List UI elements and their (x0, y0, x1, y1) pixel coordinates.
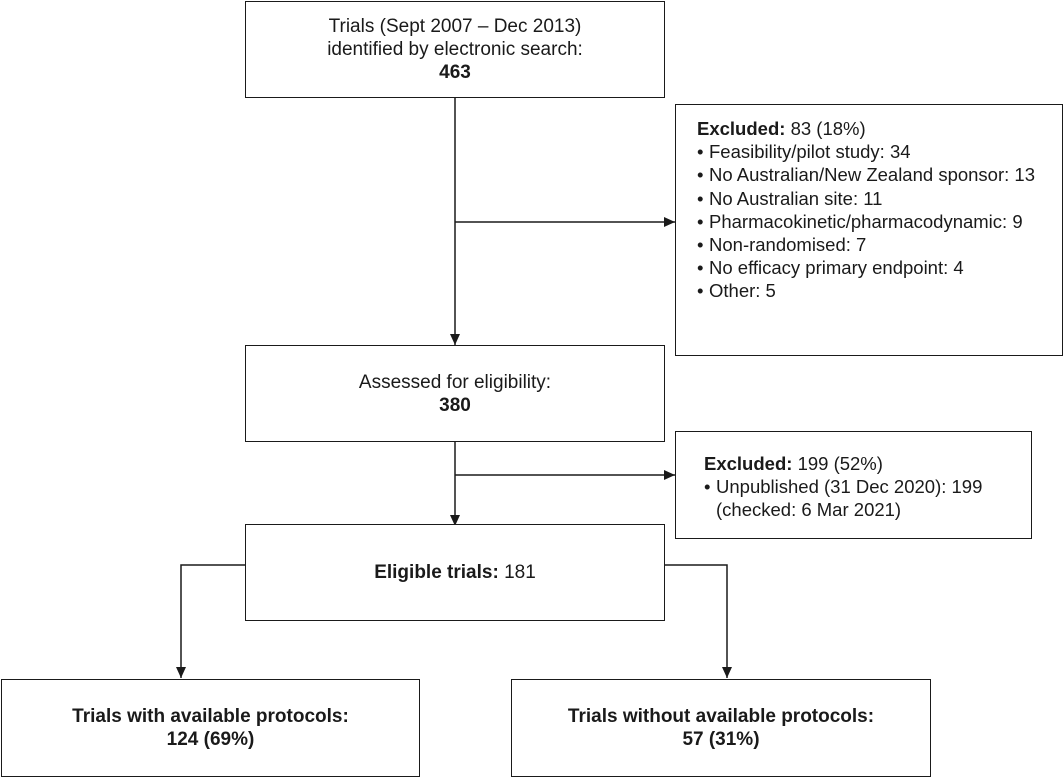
list-item-text: Other: 5 (709, 280, 776, 302)
list-item-text: Unpublished (31 Dec 2020): 199 (checked:… (716, 476, 983, 521)
eligible-line: Eligible trials: 181 (374, 561, 536, 584)
without-protocols-line1: Trials without available protocols: (567, 706, 875, 727)
list-item-text: No Australian site: 11 (709, 187, 883, 209)
excluded1-label: Excluded: (697, 118, 786, 139)
list-item: •Non-randomised: 7 (697, 233, 1062, 256)
excluded2-label: Excluded: (704, 453, 793, 474)
search-box: Trials (Sept 2007 – Dec 2013) identified… (245, 1, 665, 98)
without-protocols-box: Trials without available protocols: 57 (… (511, 679, 931, 777)
arrow-eligible-to-with (176, 564, 245, 678)
excluded1-header: Excluded: 83 (18%) (697, 117, 1062, 140)
excluded2-header: Excluded: 199 (52%) (704, 452, 1031, 475)
list-item-text: Feasibility/pilot study: 34 (709, 141, 911, 163)
with-protocols-count: 124 (69%) (166, 729, 255, 750)
bullet: • (697, 141, 704, 163)
with-protocols-line1: Trials with available protocols: (72, 706, 349, 727)
list-item: •Pharmacokinetic/pharmacodynamic: 9 (697, 210, 1062, 233)
bullet: • (697, 257, 704, 279)
list-item: •No Australian/New Zealand sponsor: 13 (697, 163, 1062, 186)
list-item-text: Pharmacokinetic/pharmacodynamic: 9 (709, 210, 1023, 232)
excluded2-box: Excluded: 199 (52%) •Unpublished (31 Dec… (675, 431, 1032, 539)
excluded1-box: Excluded: 83 (18%) •Feasibility/pilot st… (675, 104, 1063, 356)
eligible-label: Eligible trials: (374, 562, 499, 583)
assessed-box: Assessed for eligibility: 380 (245, 345, 665, 442)
list-item: •No Australian site: 11 (697, 187, 1062, 210)
excluded1-value: 83 (18%) (790, 118, 866, 139)
list-item-text: Non-randomised: 7 (709, 234, 867, 256)
list-item: •No efficacy primary endpoint: 4 (697, 256, 1062, 279)
list-item-text: No efficacy primary endpoint: 4 (709, 257, 964, 279)
with-protocols-box: Trials with available protocols: 124 (69… (1, 679, 420, 777)
bullet: • (697, 210, 704, 232)
bullet: • (697, 187, 704, 209)
list-item: •Unpublished (31 Dec 2020): 199 (checked… (704, 475, 1031, 521)
eligible-box: Eligible trials: 181 (245, 524, 665, 621)
list-item: •Feasibility/pilot study: 34 (697, 140, 1062, 163)
assessed-count: 380 (439, 394, 471, 416)
search-line1: Trials (Sept 2007 – Dec 2013) (328, 16, 582, 37)
bullet: • (697, 280, 704, 302)
excluded2-value: 199 (52%) (797, 453, 883, 474)
bullet: • (697, 234, 704, 256)
bullet: • (697, 164, 704, 186)
list-item: •Other: 5 (697, 279, 1062, 302)
list-item-text: No Australian/New Zealand sponsor: 13 (709, 164, 1035, 186)
search-count: 463 (439, 62, 471, 83)
search-line2: identified by electronic search: (327, 39, 583, 60)
arrow-eligible-to-without (665, 564, 732, 678)
bullet: • (704, 476, 711, 498)
eligible-value: 181 (504, 562, 536, 583)
assessed-line1: Assessed for eligibility: (358, 371, 552, 393)
without-protocols-count: 57 (31%) (682, 729, 760, 750)
